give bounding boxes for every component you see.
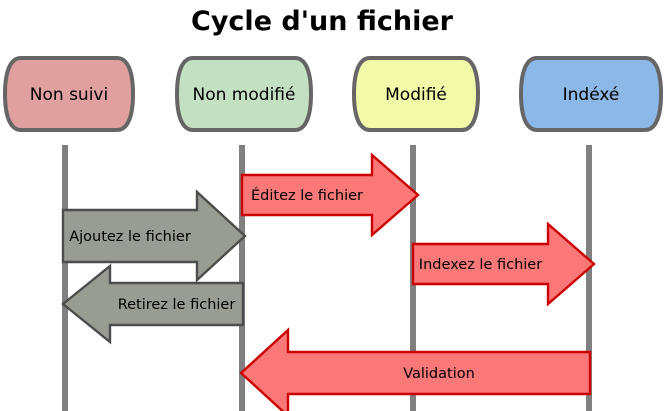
arrow-shape-indexez-le-fichier — [411, 221, 596, 307]
arrow-shape-ajoutez-le-fichier — [61, 189, 247, 283]
arrow-shape-validation — [239, 327, 592, 411]
arrow-label-ajoutez-le-fichier: Ajoutez le fichier — [69, 229, 191, 245]
arrow-indexez-le-fichier: Indexez le fichier — [411, 221, 596, 307]
node-modifie[interactable]: Modifié — [352, 56, 480, 132]
arrow-retirez-le-fichier: Retirez le fichier — [61, 263, 245, 345]
arrow-validation: Validation — [239, 327, 592, 411]
nodes-group: Non suivi Non modifié Modifié Indéxé — [3, 56, 663, 132]
node-label-non-suivi: Non suivi — [30, 85, 108, 105]
arrow-editez-le-fichier: Éditez le fichier — [240, 152, 420, 238]
node-indexe[interactable]: Indéxé — [519, 56, 663, 132]
node-label-indexe: Indéxé — [563, 85, 620, 105]
node-label-non-modifie: Non modifié — [193, 85, 296, 105]
arrow-shape-editez-le-fichier — [240, 152, 420, 238]
node-shape-non-modifie — [175, 56, 313, 132]
arrows-group: Ajoutez le fichier Éditez le fichierRetir… — [61, 152, 596, 411]
arrow-label-validation: Validation — [403, 366, 475, 382]
node-shape-indexe — [519, 56, 663, 132]
arrow-label-retirez-le-fichier: Retirez le fichier — [118, 297, 236, 313]
arrow-label-editez-le-fichier: Éditez le fichier — [251, 187, 363, 204]
node-non-modifie[interactable]: Non modifié — [175, 56, 313, 132]
page-title: Cycle d'un fichier — [191, 6, 454, 37]
node-shape-modifie — [352, 56, 480, 132]
node-shape-non-suivi — [3, 56, 135, 132]
node-non-suivi[interactable]: Non suivi — [3, 56, 135, 132]
arrow-shape-retirez-le-fichier — [61, 263, 245, 345]
node-label-modifie: Modifié — [385, 85, 447, 105]
arrow-label-indexez-le-fichier: Indexez le fichier — [419, 257, 542, 273]
arrow-ajoutez-le-fichier: Ajoutez le fichier — [61, 189, 247, 283]
